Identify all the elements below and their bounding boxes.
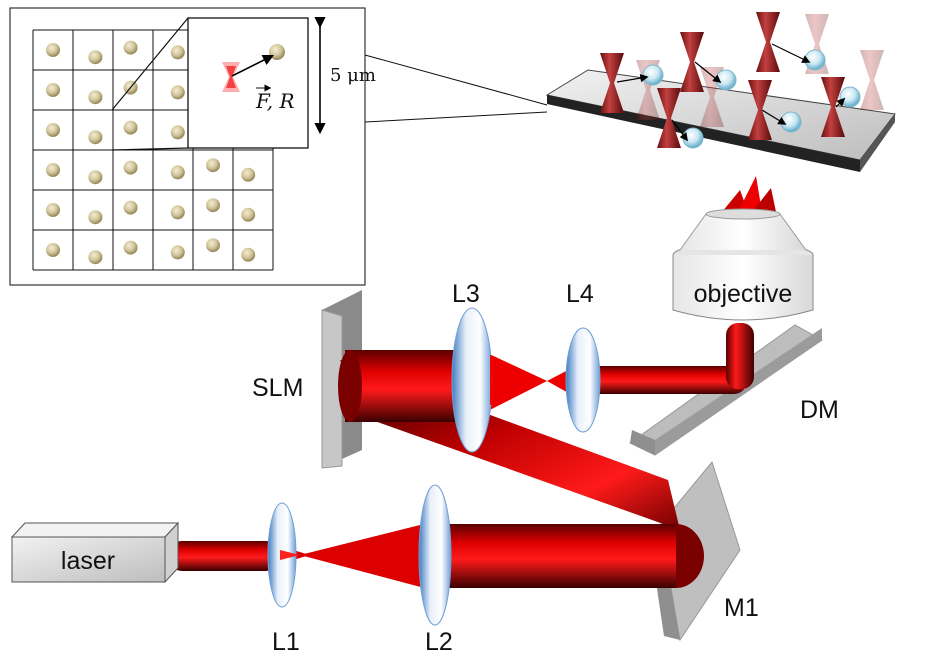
zoom-bead (269, 44, 285, 60)
lens-l2 (418, 484, 452, 626)
bead (170, 165, 185, 180)
l4-label: L4 (566, 280, 594, 308)
bead (170, 85, 185, 100)
lens-l3 (451, 307, 493, 453)
l3-label: L3 (452, 280, 480, 308)
bead (170, 125, 185, 140)
force-arrow (694, 61, 722, 84)
force-arrow (835, 97, 846, 108)
trapped-particle (715, 69, 737, 91)
bead (46, 83, 60, 97)
trapped-particle (642, 64, 664, 86)
optical-trap (680, 32, 704, 92)
laser-box: laser (10, 521, 180, 584)
bead (123, 200, 138, 215)
beam-l2-to-m1 (430, 524, 676, 588)
lens-l4 (565, 327, 601, 433)
bead (170, 205, 185, 220)
callout-lines (364, 54, 548, 123)
bead (46, 163, 60, 177)
beam-slm-to-l3 (345, 350, 463, 422)
optical-trap (748, 80, 772, 140)
beam-dm-to-objective (726, 323, 754, 389)
m1-label: M1 (724, 594, 759, 622)
zoom-line-top (111, 17, 189, 111)
bead (123, 160, 138, 175)
sample-plate (545, 12, 896, 172)
bead (170, 45, 185, 60)
objective: objective (672, 208, 814, 321)
bead (170, 245, 185, 260)
trap-array (600, 12, 884, 149)
optical-trap (600, 53, 624, 113)
force-arrow (231, 54, 275, 77)
bead (46, 123, 60, 137)
dm-label: DM (800, 396, 839, 424)
optical-trap (821, 77, 845, 137)
bead (241, 247, 256, 262)
force-label: F, R (255, 89, 295, 113)
objective-label: objective (694, 280, 793, 308)
force-arrow (761, 109, 787, 125)
zoom-trap (222, 62, 240, 92)
trapped-particle (780, 111, 802, 133)
bead (123, 240, 138, 255)
bead (206, 158, 220, 173)
slm-label: SLM (252, 374, 303, 402)
force-arrow (616, 73, 649, 83)
beam-laser-to-l1 (168, 541, 280, 571)
bead (123, 120, 138, 135)
bead (206, 238, 220, 253)
trapped-particle (804, 49, 826, 71)
l1-label: L1 (272, 628, 300, 656)
force-arrow (771, 43, 811, 63)
bead (88, 170, 103, 185)
bead (241, 167, 256, 182)
beam-cone-l1-l2 (300, 522, 432, 590)
laser-label: laser (61, 547, 115, 575)
trapped-particle (839, 86, 861, 108)
bead (88, 250, 103, 265)
inset-panel: F, R 5 μm (9, 7, 376, 286)
bead (88, 130, 103, 145)
optical-trap (756, 12, 780, 72)
optical-trap (860, 50, 884, 110)
bead (206, 198, 220, 213)
zoom-box (187, 17, 309, 149)
bead (88, 90, 103, 105)
optical-trap (657, 88, 681, 148)
bead (88, 50, 103, 65)
scale-label: 5 μm (330, 65, 376, 86)
zoom-line-bottom (111, 147, 189, 151)
bead (123, 40, 138, 55)
objective-focus-beams (722, 176, 776, 212)
bead (88, 210, 103, 225)
bead (46, 43, 60, 57)
bead (241, 207, 256, 222)
beam-l4-to-dm (585, 366, 747, 394)
bead (46, 243, 60, 257)
force-arrow (671, 119, 689, 142)
bead (46, 203, 60, 217)
l2-label: L2 (425, 628, 453, 656)
